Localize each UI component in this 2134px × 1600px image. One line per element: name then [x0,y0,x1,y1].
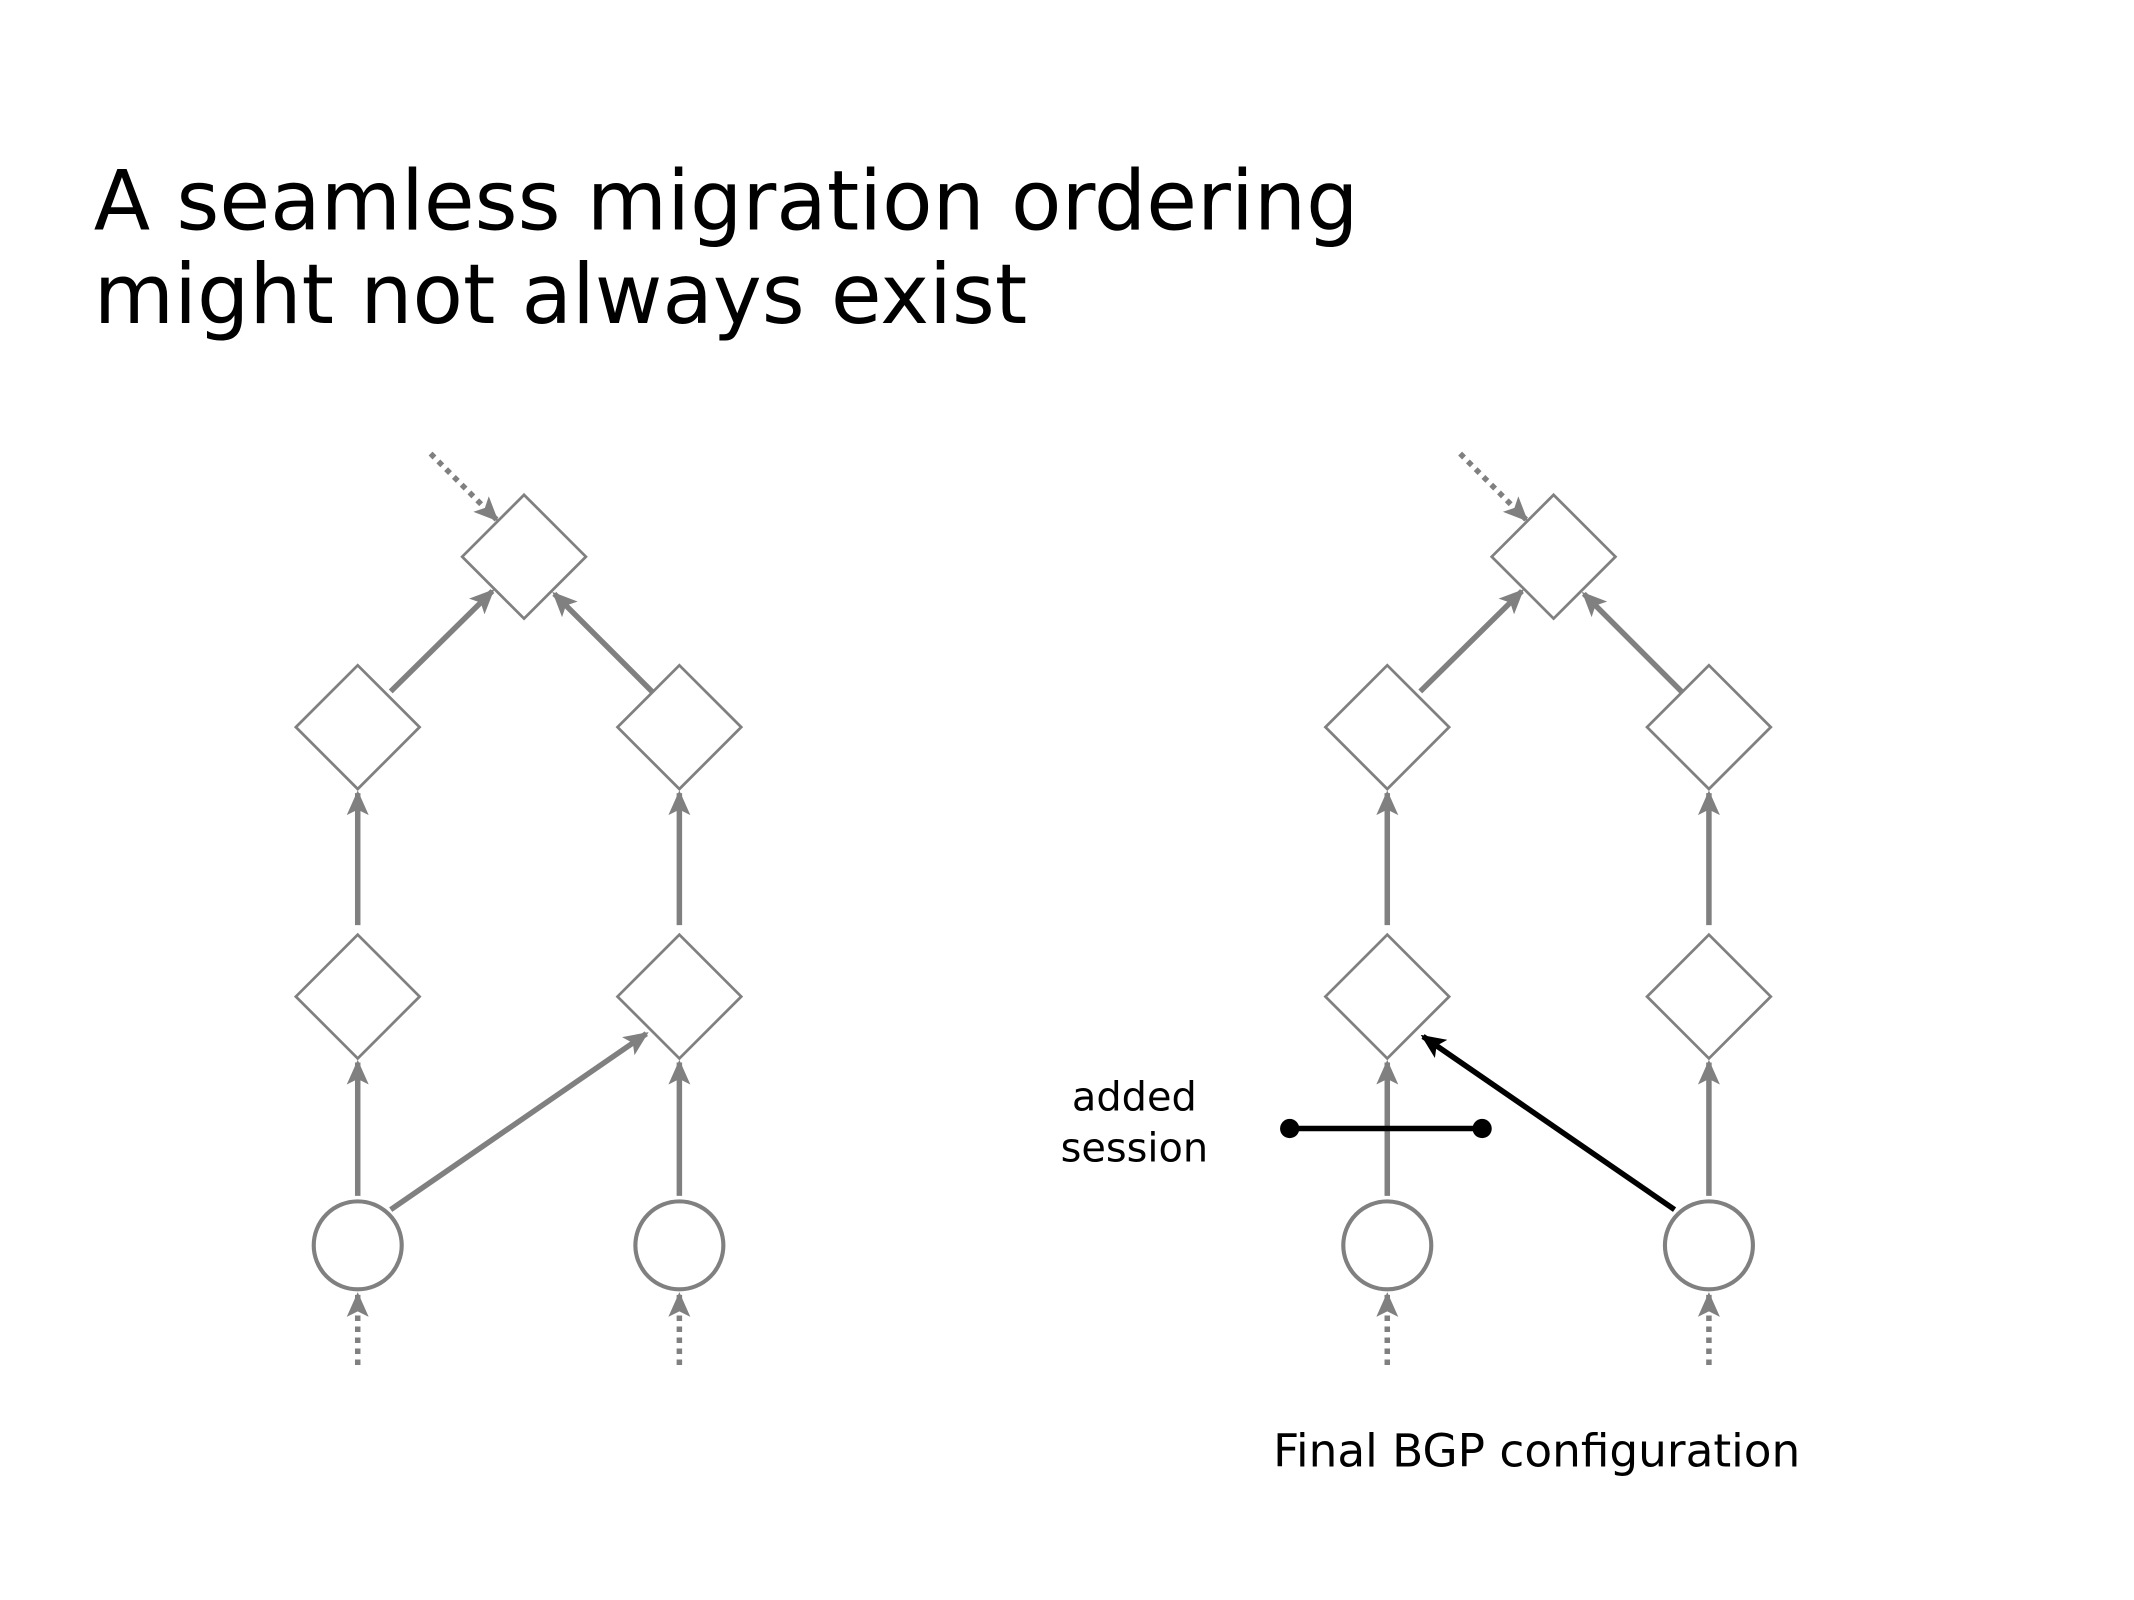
slide-title-line2: might not always exist [94,247,1027,343]
egress-node-left [1341,1199,1434,1292]
added-session-label-line2: session [1061,1126,1209,1172]
router-node-top [460,492,588,621]
router-node-mid-left [1323,663,1452,791]
added-session-legend [1280,1118,1492,1139]
diagram-caption: Final BGP configuration [1273,1425,1800,1478]
session-arrow [1581,591,1684,694]
router-node-top [1489,492,1618,621]
session-arrow [388,589,495,694]
router-node-mid-right [615,663,744,791]
router-node-low-right [615,932,744,1061]
session-arrow [552,591,654,694]
router-node-mid-left [293,663,422,791]
router-node-low-left [293,932,422,1061]
router-node-low-right [1645,932,1773,1061]
added-session-arrow [1420,1034,1677,1212]
session-arrow-diagonal [389,1031,649,1212]
final-diagram [1280,451,1773,1365]
egress-node-left [311,1199,404,1292]
slide-title-line1: A seamless migration ordering [94,154,1359,250]
dotted-arrow-top [428,451,499,522]
router-node-mid-right [1645,663,1773,791]
dotted-arrow-top [1458,451,1529,522]
initial-diagram [293,451,744,1365]
egress-node-right [633,1199,726,1292]
session-arrow [1418,589,1524,694]
added-session-label-line1: added [1072,1075,1197,1121]
egress-node-right [1662,1199,1755,1292]
router-node-low-left [1323,932,1452,1061]
